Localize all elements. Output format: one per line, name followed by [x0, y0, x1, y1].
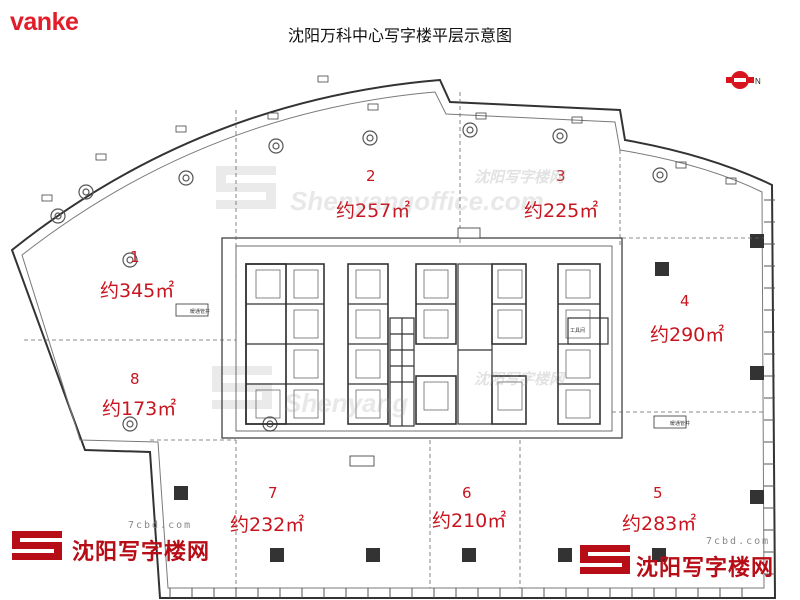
elevator-car [293, 349, 319, 379]
shaft-boxes [175, 227, 687, 467]
elevator-car [355, 309, 381, 339]
column-circle [122, 252, 138, 268]
column-circle [652, 167, 668, 183]
elevator-car [355, 269, 381, 299]
column-circle [50, 208, 66, 224]
elevator-car [565, 349, 591, 379]
unit-4-number: 4 [680, 292, 690, 310]
column-core [556, 132, 564, 140]
square-columns [174, 234, 764, 562]
unit-1-number: 1 [130, 248, 140, 266]
column-circle [78, 184, 94, 200]
elevator-car [497, 309, 523, 339]
column-core [272, 142, 280, 150]
elevator-cars [255, 269, 591, 419]
column-core [54, 212, 62, 220]
column-circle [178, 170, 194, 186]
column-core [126, 256, 134, 264]
column-core [126, 420, 134, 428]
column-circle [362, 130, 378, 146]
building-core [221, 237, 623, 439]
unit-5-area: 约283㎡ [622, 513, 697, 535]
watermark-text-left: 沈阳写字楼网 [72, 540, 211, 565]
column-circle [552, 128, 568, 144]
watermark-logo-bottom-right [580, 545, 630, 574]
elevator-car [423, 381, 449, 411]
tool-room-label: 工具间 [570, 328, 586, 334]
elevator-car [565, 309, 591, 339]
watermark-logo-upper [216, 166, 276, 209]
watermark-domain-right: 7cbd.com [706, 536, 771, 547]
unit-2-number: 2 [366, 167, 376, 185]
elevator-car [355, 349, 381, 379]
column-core [466, 126, 474, 134]
elevator-car [423, 269, 449, 299]
shaft-label-right: 暖通管井 [670, 421, 691, 427]
north-label: N [755, 77, 761, 86]
column-core [82, 188, 90, 196]
watermark-logo-bottom-left [12, 531, 62, 560]
watermark-cn-upper: 沈阳写字楼网 [474, 168, 565, 186]
unit-dividers [24, 92, 764, 588]
elevator-car [565, 389, 591, 419]
elevator-car [255, 389, 281, 419]
unit-8-area: 约173㎡ [102, 398, 177, 420]
watermark-cn-lower: 沈阳写字楼网 [474, 370, 565, 388]
unit-8-number: 8 [130, 370, 140, 388]
north-compass [726, 71, 754, 89]
elevator-car [565, 269, 591, 299]
unit-7-number: 7 [268, 484, 278, 502]
elevator-car [423, 309, 449, 339]
watermark-logo-lower [212, 366, 272, 409]
watermark-text-right: 沈阳写字楼网 [636, 556, 775, 581]
elevator-car [355, 389, 381, 419]
brand-logo: vanke [10, 8, 79, 36]
building-outline [10, 78, 777, 599]
unit-3-area: 约225㎡ [524, 200, 599, 222]
watermark-domain-left: 7cbd.com [128, 520, 193, 531]
elevator-car [293, 269, 319, 299]
unit-6-number: 6 [462, 484, 472, 502]
watermark-en-upper: Shenyangoffice.com [290, 186, 544, 216]
page-title: 沈阳万科中心写字楼平层示意图 [287, 26, 512, 45]
elevator-car [255, 269, 281, 299]
column-core [656, 171, 664, 179]
unit-1-area: 约345㎡ [100, 280, 175, 302]
unit-4-area: 约290㎡ [650, 324, 725, 346]
window-markers [41, 75, 737, 202]
unit-6-area: 约210㎡ [432, 510, 507, 532]
elevator-car [293, 309, 319, 339]
unit-2-area: 约257㎡ [336, 200, 411, 222]
shaft-label-left: 暖通管井 [190, 309, 211, 315]
facade-ticks [169, 199, 775, 598]
column-circle [462, 122, 478, 138]
watermark-en-lower: Shenyang [284, 388, 409, 418]
unit-5-number: 5 [653, 484, 663, 502]
elevator-car [497, 381, 523, 411]
unit-3-number: 3 [556, 167, 566, 185]
column-core [182, 174, 190, 182]
unit-7-area: 约232㎡ [230, 514, 305, 536]
column-circle [122, 416, 138, 432]
elevator-car [293, 389, 319, 419]
elevator-car [497, 269, 523, 299]
column-core [366, 134, 374, 142]
column-circle [268, 138, 284, 154]
